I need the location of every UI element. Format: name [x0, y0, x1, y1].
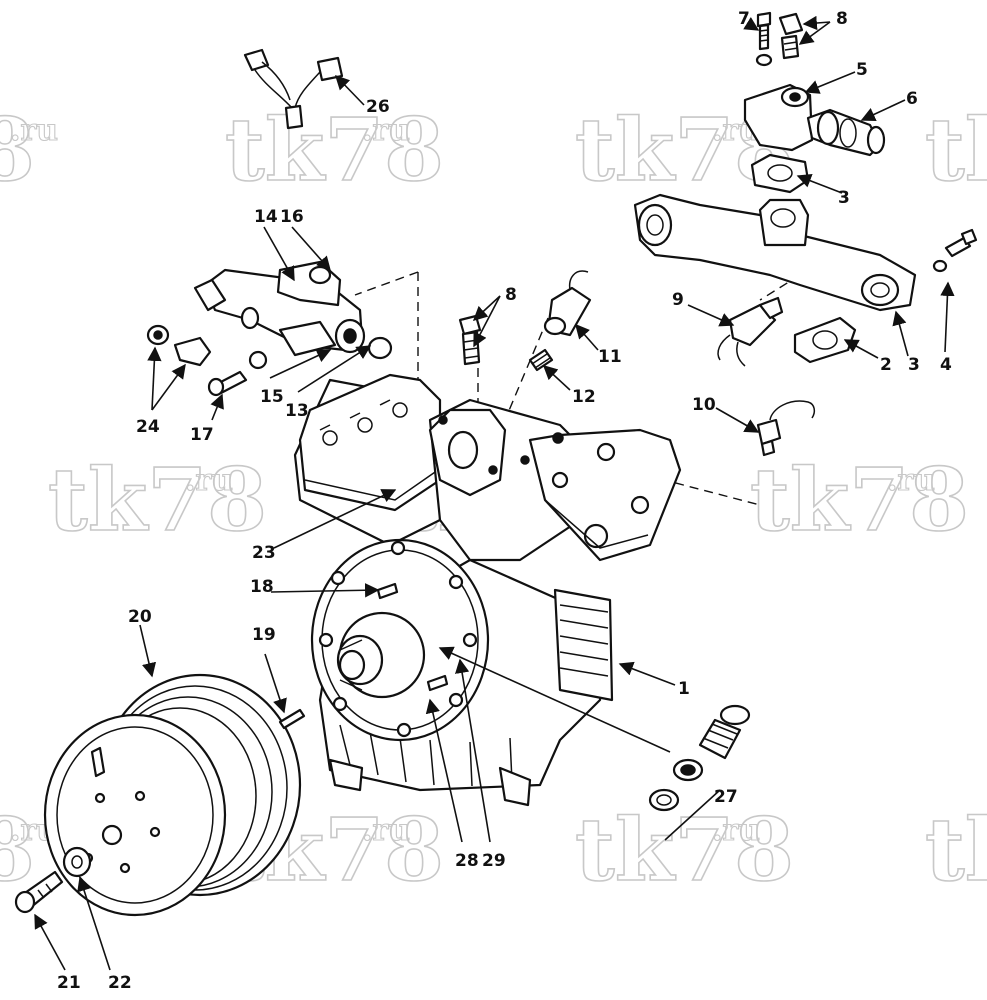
callout-3b: 3	[908, 355, 920, 375]
callout-7: 7	[738, 9, 750, 29]
svg-text:tk78: tk78	[225, 100, 444, 201]
callout-10: 10	[692, 395, 716, 415]
svg-text:.ru: .ru	[185, 463, 233, 498]
watermark-mid-left: tk78 .ru	[47, 449, 268, 552]
watermark-top-edge: tk78	[924, 99, 987, 202]
callout-labels: 1 2 3 3 4 5 6 7 8 8 9 10 11 12 13 14 15 …	[57, 9, 952, 993]
callout-8b: 8	[505, 285, 517, 305]
svg-text:.ru: .ru	[362, 813, 410, 848]
callout-15: 15	[260, 387, 284, 407]
svg-text:tk78: tk78	[750, 450, 969, 551]
callout-8a: 8	[836, 9, 848, 29]
callout-9: 9	[672, 290, 684, 310]
shaft-seal-parts	[648, 704, 751, 812]
callout-6: 6	[906, 89, 918, 109]
callout-11: 11	[598, 347, 622, 367]
svg-text:tk78: tk78	[925, 800, 987, 901]
svg-text:tk78: tk78	[48, 450, 267, 551]
discharge-manifold	[633, 11, 978, 367]
callout-3a: 3	[838, 188, 850, 208]
svg-text:8: 8	[0, 100, 35, 201]
callout-18: 18	[250, 577, 274, 597]
pressure-switch-11	[543, 270, 592, 337]
watermark-top-left: 8 .ru	[0, 99, 59, 202]
callout-19: 19	[252, 625, 276, 645]
callout-5: 5	[856, 60, 868, 80]
callout-20: 20	[128, 607, 152, 627]
svg-text:.ru: .ru	[712, 813, 760, 848]
fitting-12	[528, 348, 554, 372]
clutch-pulley	[14, 673, 306, 917]
svg-text:.ru: .ru	[887, 463, 935, 498]
callout-26: 26	[366, 97, 390, 117]
callout-1: 1	[678, 679, 690, 699]
callout-24: 24	[136, 417, 160, 437]
watermark-bottom-edge: tk78	[924, 799, 987, 902]
svg-text:.ru: .ru	[362, 113, 410, 148]
callout-17: 17	[190, 425, 214, 445]
watermark-mid-right: tk78 .ru	[749, 449, 970, 552]
callout-14: 14	[254, 207, 278, 227]
watermark-top-center: tk78 .ru	[224, 99, 445, 202]
svg-text:tk78: tk78	[925, 100, 987, 201]
callout-12: 12	[572, 387, 596, 407]
leader-lines	[34, 15, 955, 971]
callout-22: 22	[108, 973, 132, 993]
watermark-bottom-right: tk78 .ru	[574, 799, 795, 902]
callout-16: 16	[280, 207, 304, 227]
svg-text:.ru: .ru	[10, 113, 58, 148]
front-seal-plate	[310, 538, 490, 742]
callout-4: 4	[940, 355, 952, 375]
valve-assembly-left	[146, 260, 393, 397]
svg-text:tk78: tk78	[575, 800, 794, 901]
callout-21: 21	[57, 973, 81, 993]
callout-13: 13	[285, 401, 309, 421]
callout-27: 27	[714, 787, 738, 807]
svg-text:8: 8	[0, 800, 35, 901]
wire-harness-26	[243, 48, 344, 130]
temperature-sensor-10	[756, 400, 816, 457]
callout-28: 28	[455, 851, 479, 871]
callout-2: 2	[880, 355, 892, 375]
callout-29: 29	[482, 851, 506, 871]
callout-23: 23	[252, 543, 276, 563]
